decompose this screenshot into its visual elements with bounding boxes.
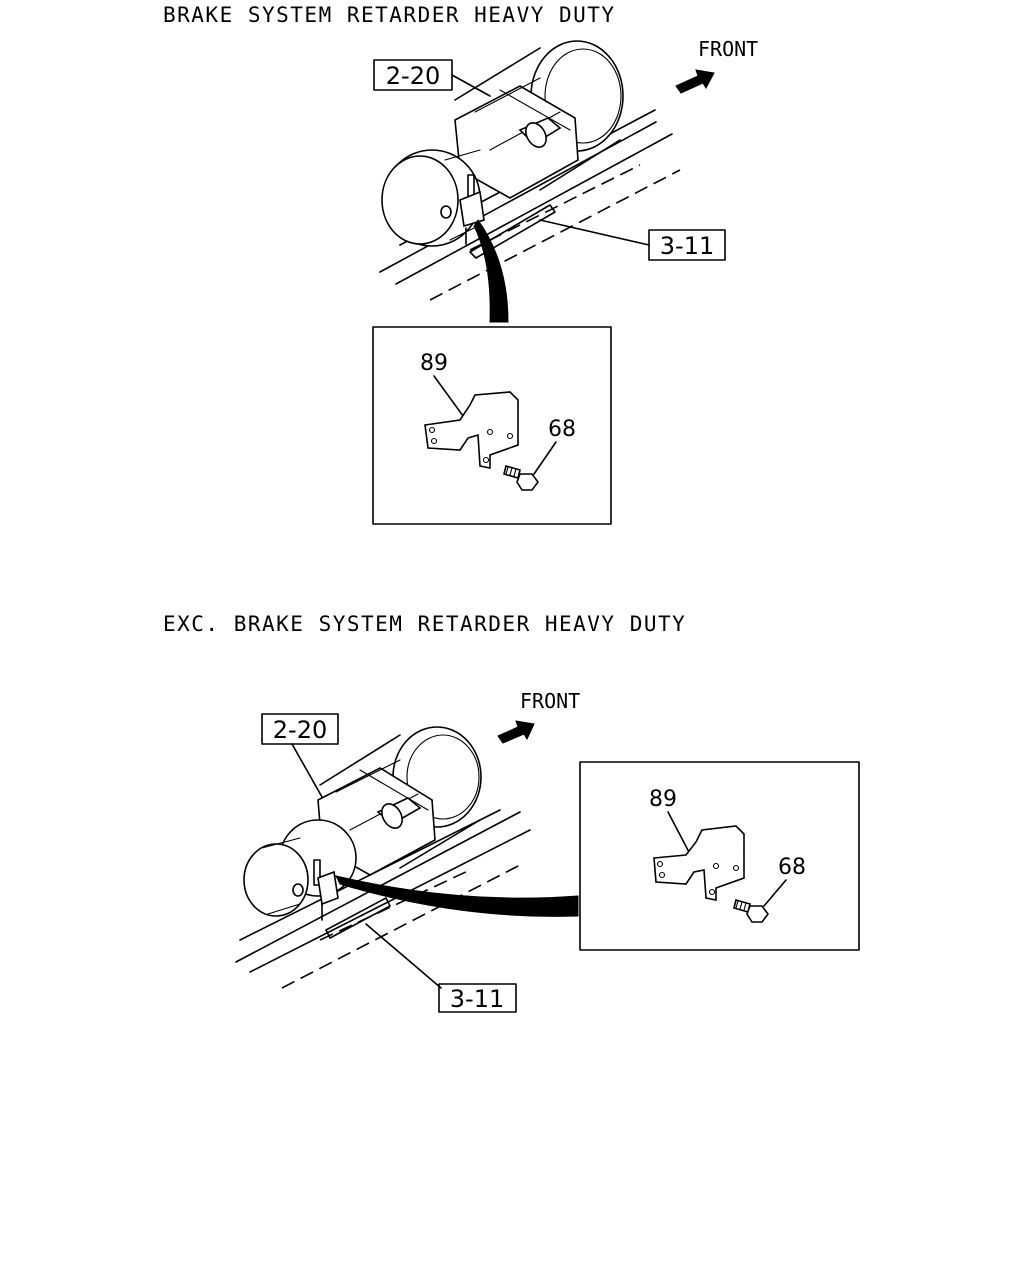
part-number-bracket: 89 [649,787,677,812]
svg-text:3-11: 3-11 [660,232,714,260]
transmission-assembly [381,40,624,323]
detail-inset: 89 68 [372,326,612,525]
arrow-right-up-icon [675,69,715,94]
section-retarder: BRAKE SYSTEM RETARDER HEAVY DUTY FRONT [163,3,758,525]
svg-text:2-20: 2-20 [386,62,440,90]
bracket-part [653,825,745,901]
callout-3-11: 3-11 [365,923,517,1013]
callout-2-20: 2-20 [261,713,339,798]
svg-text:3-11: 3-11 [450,985,504,1013]
front-label: FRONT [520,689,580,713]
section-caption: EXC. BRAKE SYSTEM RETARDER HEAVY DUTY [163,612,686,636]
transmission-assembly [243,726,579,921]
bracket-part [424,391,519,469]
part-number-bracket: 89 [420,351,448,376]
svg-text:2-20: 2-20 [273,716,327,744]
section-caption: BRAKE SYSTEM RETARDER HEAVY DUTY [163,3,616,27]
bolt-part [733,899,769,923]
front-label: FRONT [698,37,758,61]
part-number-bolt: 68 [778,855,806,880]
callout-2-20: 2-20 [373,59,491,97]
callout-3-11: 3-11 [539,219,726,261]
detail-inset: 89 68 [579,761,860,951]
part-number-bolt: 68 [548,417,576,442]
section-exc-retarder: EXC. BRAKE SYSTEM RETARDER HEAVY DUTY FR… [163,612,860,1013]
bolt-part [503,465,539,491]
arrow-right-up-icon [497,720,535,744]
